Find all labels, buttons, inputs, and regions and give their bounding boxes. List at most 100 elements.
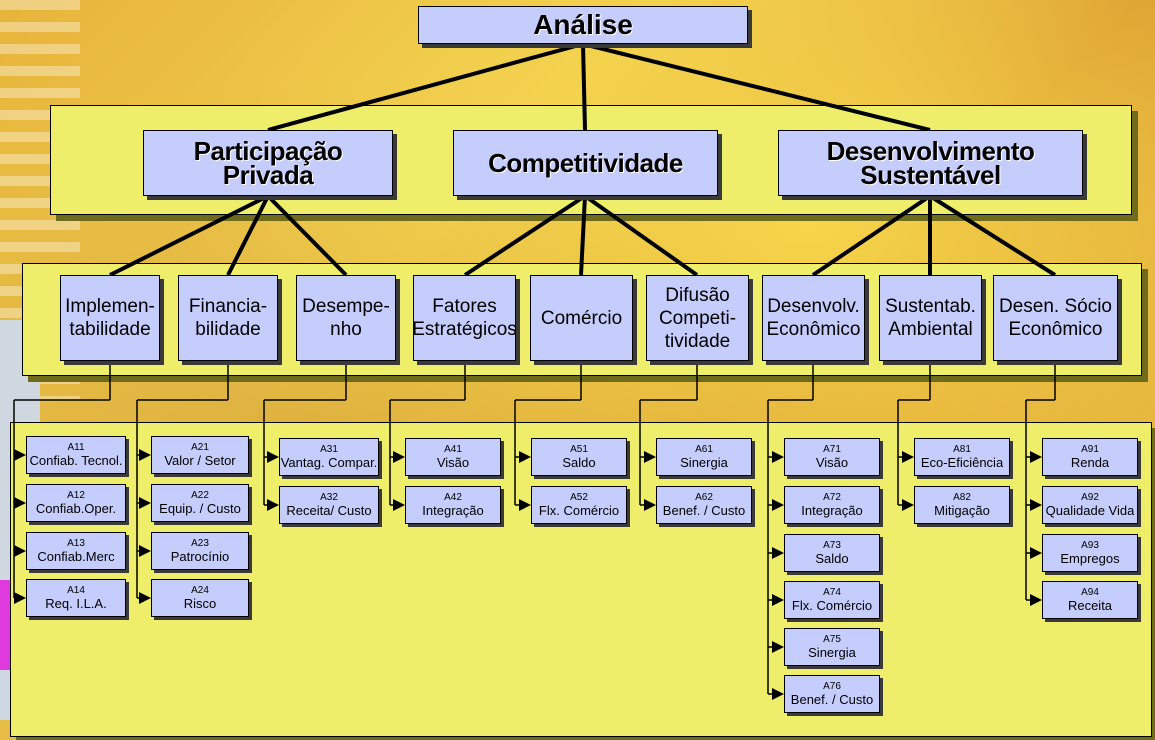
dimension-label: Participação Privada bbox=[193, 136, 343, 190]
arrowhead bbox=[139, 449, 151, 461]
attribute-code: A32 bbox=[320, 492, 338, 503]
attribute-code: A91 bbox=[1081, 444, 1099, 455]
attribute-code: A76 bbox=[823, 681, 841, 692]
attribute-label: Saldo bbox=[815, 551, 849, 566]
attribute-label: Req. I.L.A. bbox=[45, 596, 107, 611]
criterion-label: Desen. Sócio Econômico bbox=[998, 296, 1112, 340]
attribute-code: A72 bbox=[823, 492, 841, 503]
attribute-label: Saldo bbox=[562, 455, 596, 470]
arrowhead bbox=[14, 545, 26, 557]
arrowhead bbox=[14, 497, 26, 509]
attribute-code: A14 bbox=[67, 585, 85, 596]
criterion-label: Desenvolv. Econômico bbox=[766, 296, 861, 340]
attribute-label: Confiab.Oper. bbox=[35, 501, 117, 516]
attribute-label: Vantag. Compar. bbox=[280, 455, 378, 470]
attribute-label: Benef. / Custo bbox=[790, 692, 874, 707]
attribute-code: A71 bbox=[823, 444, 841, 455]
criterion-label: Sustentab. Ambiental bbox=[885, 296, 976, 340]
attribute-label: Renda bbox=[1070, 455, 1110, 470]
attribute-code: A81 bbox=[953, 444, 971, 455]
attribute-code: A92 bbox=[1081, 492, 1099, 503]
arrowhead bbox=[772, 688, 784, 700]
criterion-desenvolv-economico: Desenvolv. Econômico bbox=[762, 275, 865, 361]
criterion-financiabilidade: Financia- bilidade bbox=[178, 275, 278, 361]
attribute-label: Sinergia bbox=[680, 455, 728, 470]
attribute-code: A11 bbox=[67, 442, 85, 453]
attribute-label: Visão bbox=[436, 455, 470, 470]
criterion-label: Implemen- tabilidade bbox=[65, 296, 155, 340]
root-link bbox=[267, 42, 584, 132]
arrowhead bbox=[902, 499, 914, 511]
attribute-label: Risco bbox=[183, 596, 217, 611]
arrowhead bbox=[267, 499, 279, 511]
attribute-code: A41 bbox=[444, 444, 462, 455]
attribute-label: Benef. / Custo bbox=[662, 503, 746, 518]
criterion-implementabilidade: Implemen- tabilidade bbox=[60, 275, 160, 361]
criterion-comercio: Comércio bbox=[530, 275, 633, 361]
arrowhead bbox=[772, 499, 784, 511]
arrowhead bbox=[139, 497, 151, 509]
arrowhead bbox=[393, 451, 405, 463]
attribute-label: Patrocínio bbox=[170, 549, 230, 564]
attribute-label: Sinergia bbox=[808, 645, 856, 660]
arrowhead bbox=[139, 592, 151, 604]
dimension-participacao: Participação Privada bbox=[143, 130, 393, 196]
attribute-label: Mitigação bbox=[934, 503, 990, 518]
attribute-code: A62 bbox=[695, 492, 713, 503]
attribute-label: Empregos bbox=[1060, 551, 1120, 566]
attribute-code: A13 bbox=[67, 538, 85, 549]
attribute-code: A73 bbox=[823, 540, 841, 551]
criterion-label: Comércio bbox=[540, 307, 623, 329]
attribute-label: Integração bbox=[801, 503, 863, 518]
criterion-desempenho: Desempe- nho bbox=[296, 275, 396, 361]
attribute-label: Visão bbox=[815, 455, 849, 470]
attribute-code: A93 bbox=[1081, 540, 1099, 551]
arrowhead bbox=[644, 499, 656, 511]
arrowhead bbox=[267, 451, 279, 463]
arrowhead bbox=[1030, 451, 1042, 463]
attribute-label: Confiab. Tecnol. bbox=[29, 453, 123, 468]
arrowhead bbox=[519, 499, 531, 511]
dimension-label: Competitividade bbox=[488, 148, 683, 178]
arrowhead bbox=[139, 545, 151, 557]
attribute-label: Integração bbox=[422, 503, 484, 518]
arrowhead bbox=[1030, 594, 1042, 606]
attribute-label: Receita/ Custo bbox=[286, 503, 372, 518]
dimension-desenvolvimento: Desenvolvimento Sustentável bbox=[778, 130, 1083, 196]
attribute-label: Valor / Setor bbox=[164, 453, 236, 468]
root-label: Análise bbox=[533, 9, 633, 40]
criterion-label: Financia- bilidade bbox=[188, 296, 268, 340]
attribute-label: Confiab.Merc bbox=[37, 549, 115, 564]
attribute-code: A42 bbox=[444, 492, 462, 503]
attribute-label: Qualidade Vida bbox=[1045, 503, 1135, 518]
arrowhead bbox=[772, 451, 784, 463]
criterion-label: Difusão Competi- tividade bbox=[658, 284, 737, 352]
attribute-label: Equip. / Custo bbox=[159, 501, 241, 516]
root-link bbox=[582, 42, 931, 132]
criterion-fatores-estrategicos: Fatores Estratégicos bbox=[412, 275, 517, 361]
arrowhead bbox=[1030, 547, 1042, 559]
